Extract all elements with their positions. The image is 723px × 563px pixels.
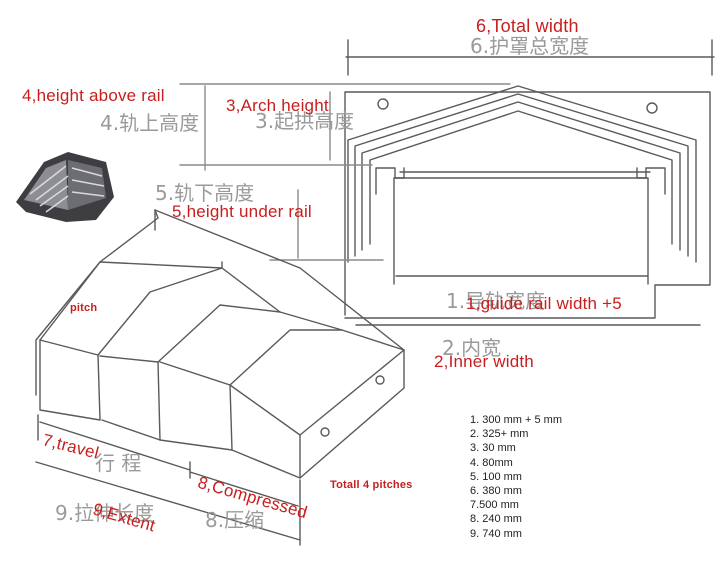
bolt-hole-right bbox=[646, 102, 658, 114]
spec-item: 2. 325+ mm bbox=[470, 428, 529, 441]
pitch-label: pitch bbox=[70, 302, 98, 314]
height-above-rail-label: 4,height above rail bbox=[22, 86, 165, 105]
handwritten-travel: 行 程 bbox=[95, 451, 141, 475]
spec-item: 1. 300 mm + 5 mm bbox=[470, 414, 563, 426]
bolt-hole-left bbox=[377, 98, 389, 110]
spec-item: 3. 30 mm bbox=[470, 442, 516, 455]
spec-list: 1. 300 mm + 5 mm 2. 325+ mm 3. 30 mm 4. … bbox=[470, 413, 562, 541]
handwritten-under-rail: 5.轨下高度 bbox=[155, 181, 254, 205]
cover-top-edge bbox=[39, 209, 159, 341]
arch-height-label: 3,Arch height bbox=[226, 96, 329, 115]
spec-item: 5. 100 mm bbox=[470, 470, 522, 483]
bellow-cover-photo bbox=[16, 152, 114, 222]
guide-rail-width-label: 1,guide rail width +5 bbox=[466, 294, 622, 313]
segment-2 bbox=[99, 355, 161, 441]
spec-item: 9. 740 mm bbox=[470, 527, 522, 540]
guard-plate-outline bbox=[344, 91, 711, 319]
spec-item: 6. 380 mm bbox=[470, 485, 522, 498]
handwritten-inner: 2.内宽 bbox=[442, 336, 501, 360]
height-under-rail-label: 5,height under rail bbox=[172, 202, 312, 221]
handwritten-extent: 9.拉伸长度 bbox=[55, 501, 154, 525]
handwritten-total-width: 6.护罩总宽度 bbox=[470, 34, 589, 58]
segment-3 bbox=[159, 361, 233, 451]
arch-outer bbox=[347, 85, 697, 263]
handwritten-rail-width: 1.导轨宽度 bbox=[446, 289, 545, 313]
spec-item: 7.500 mm bbox=[470, 499, 519, 512]
spec-item: 8. 240 mm bbox=[470, 513, 522, 526]
handwritten-compressed: 8.压缩 bbox=[205, 508, 264, 532]
inner-width-label: 2,Inner width bbox=[434, 352, 534, 371]
handwritten-arch: 3.起拱高度 bbox=[255, 109, 354, 133]
handwritten-height-above: 4.轨上高度 bbox=[100, 111, 199, 135]
total-width-label: 6,Total width bbox=[476, 16, 579, 36]
inner-opening bbox=[393, 177, 649, 285]
segment-4 bbox=[229, 384, 301, 479]
spec-item: 4. 80mm bbox=[470, 456, 513, 469]
total-pitches-label: Totall 4 pitches bbox=[330, 479, 413, 491]
segment-1 bbox=[39, 339, 101, 421]
